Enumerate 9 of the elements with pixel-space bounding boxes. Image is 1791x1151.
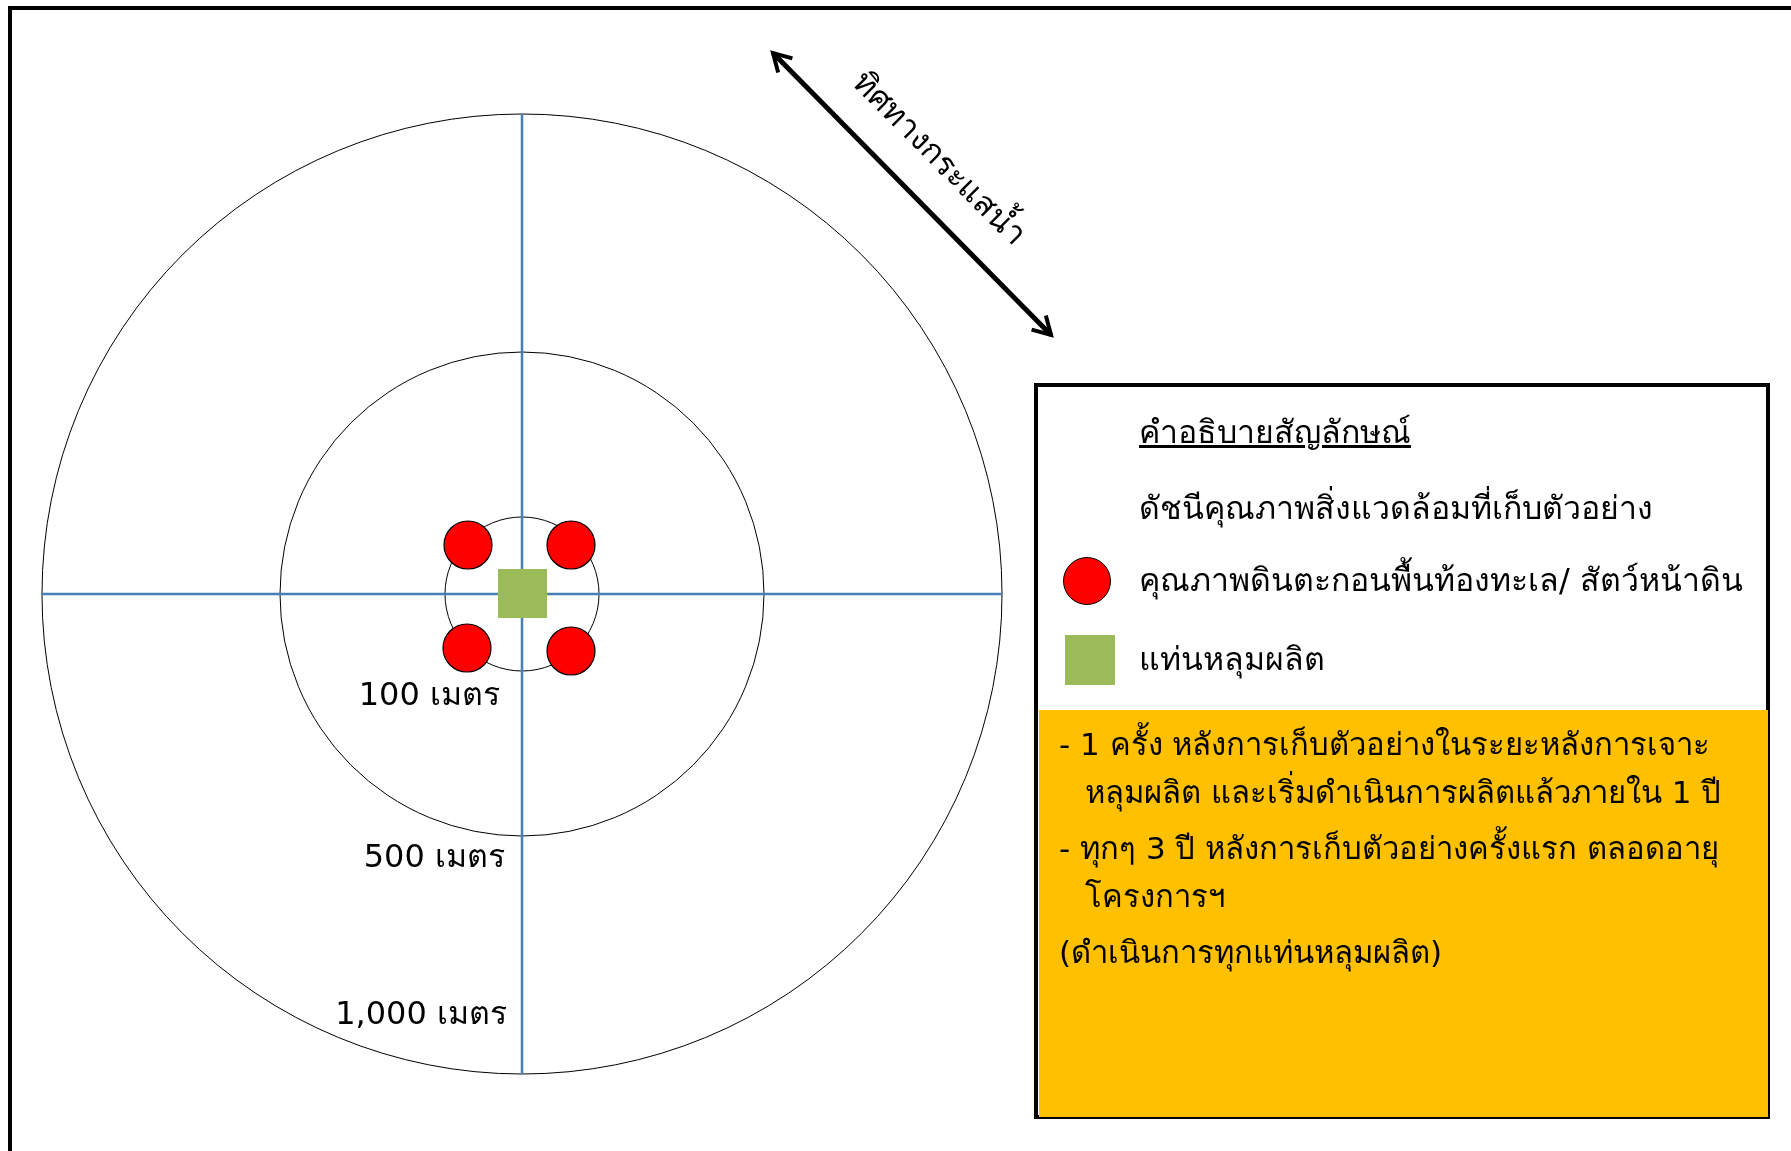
legend-title: คำอธิบายสัญลักษณ์ bbox=[1139, 413, 1411, 452]
distance-label: 500 เมตร bbox=[363, 837, 505, 876]
distance-label: 1,000 เมตร bbox=[335, 994, 507, 1033]
note-box bbox=[1039, 710, 1768, 1117]
note-text: - 1 ครั้ง หลังการเก็บตัวอย่างในระยะหลังการเจาะหลุมผลิต และเริ่มดำเนินการผลิตแล้วภายใน 1 ปี bbox=[1059, 720, 1748, 817]
legend-text: แท่นหลุมผลิต bbox=[1139, 640, 1325, 679]
note-text: (ดำเนินการทุกแท่นหลุมผลิต) bbox=[1059, 933, 1444, 974]
distance-label: 100 เมตร bbox=[358, 675, 500, 714]
note-text: - ทุกๆ 3 ปี หลังการเก็บตัวอย่างครั้งแรก ตลอดอายุโครงการฯ bbox=[1059, 824, 1748, 921]
